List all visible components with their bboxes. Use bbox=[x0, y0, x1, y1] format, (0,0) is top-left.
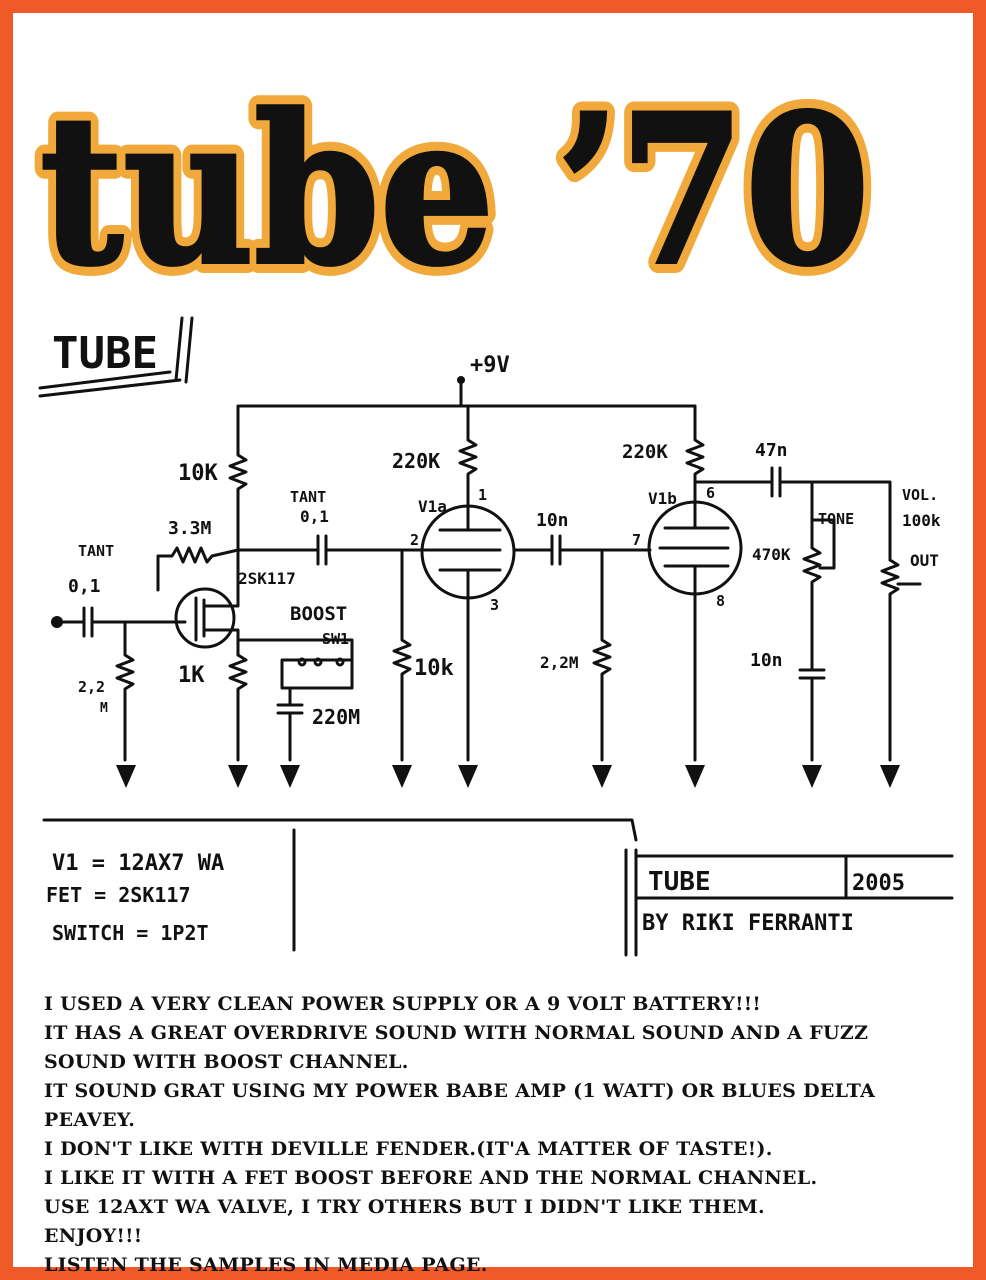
resistor-2m2-input bbox=[115, 620, 135, 762]
boost-switch bbox=[236, 638, 354, 762]
cap-tant-mid bbox=[236, 534, 432, 566]
label-v1b: V1b bbox=[648, 489, 677, 508]
resistor-3m3 bbox=[156, 546, 240, 592]
label-47n: 47n bbox=[755, 440, 788, 461]
label-out: OUT bbox=[910, 551, 939, 570]
resistor-220k-b bbox=[685, 404, 705, 502]
resistor-1k bbox=[228, 653, 248, 762]
label-pin7: 7 bbox=[632, 531, 641, 549]
parts-line-3: SWITCH = 1P2T bbox=[52, 921, 209, 945]
title-block-lines bbox=[624, 848, 954, 957]
parts-line-1: V1 = 12AX7 WA bbox=[52, 851, 224, 876]
resistor-2m2-mid bbox=[592, 548, 612, 762]
fet-leads bbox=[194, 548, 240, 657]
title-fill: tube ’70 bbox=[40, 71, 870, 300]
label-2m2-input: 2,2 bbox=[78, 678, 105, 696]
resistor-10k-top bbox=[228, 404, 248, 552]
label-pin3: 3 bbox=[490, 596, 499, 614]
label-3m3: 3.3M bbox=[168, 518, 212, 539]
label-tone: TONE bbox=[818, 510, 854, 528]
label-tant-mid: TANT bbox=[290, 488, 326, 506]
label-220k-b: 220K bbox=[622, 441, 668, 463]
supply-node bbox=[457, 376, 465, 384]
label-fet: 2SK117 bbox=[238, 569, 296, 588]
note-line: I DON'T LIKE WITH DEVILLE FENDER.(IT'A M… bbox=[44, 1138, 773, 1160]
label-boost: BOOST bbox=[290, 603, 347, 625]
fet-2sk117 bbox=[174, 587, 236, 649]
label-pin6: 6 bbox=[706, 484, 715, 502]
note-line: I LIKE IT WITH A FET BOOST BEFORE AND TH… bbox=[44, 1167, 818, 1189]
tube-schematic: TUBE +9V 10K TANT 0,1 2,2 M 3.3M 2SK117 … bbox=[38, 316, 954, 957]
switch-contact-c bbox=[335, 657, 345, 667]
resistor-220k-a bbox=[458, 404, 478, 512]
note-line: I USED A VERY CLEAN POWER SUPPLY OR A 9 … bbox=[44, 993, 762, 1015]
label-pin1: 1 bbox=[478, 486, 487, 504]
label-cap-in: 0,1 bbox=[68, 576, 101, 597]
label-vol-value: 100k bbox=[902, 511, 941, 530]
tube-v1b-elements bbox=[658, 498, 730, 762]
section-title-underline bbox=[38, 316, 194, 398]
label-220k-a: 220K bbox=[392, 449, 440, 473]
note-line: LISTEN THE SAMPLES IN MEDIA PAGE. bbox=[44, 1254, 488, 1276]
label-pin2: 2 bbox=[410, 531, 419, 549]
cap-10n-mid bbox=[512, 534, 652, 566]
build-notes: I USED A VERY CLEAN POWER SUPPLY OR A 9 … bbox=[44, 990, 954, 1280]
title-block-name: TUBE bbox=[648, 867, 711, 897]
note-line: IT SOUND GRAT USING MY POWER BABE AMP (1… bbox=[44, 1080, 876, 1131]
resistor-10k-grid bbox=[392, 548, 412, 762]
supply-label: +9V bbox=[470, 353, 510, 378]
title-outline: tube ’70 bbox=[40, 71, 870, 300]
label-10k-top: 10K bbox=[178, 461, 218, 486]
note-line: USE 12AXT WA VALVE, I TRY OTHERS BUT I D… bbox=[44, 1196, 765, 1218]
label-1k: 1K bbox=[178, 663, 205, 688]
input-cap bbox=[61, 606, 187, 638]
supply-rail bbox=[238, 382, 697, 408]
note-line: ENJOY!!! bbox=[44, 1225, 143, 1247]
switch-contact-a bbox=[297, 657, 307, 667]
label-10k-grid: 10k bbox=[414, 656, 454, 681]
volume-pot bbox=[880, 558, 922, 762]
title-block-author: BY RIKI FERRANTI bbox=[642, 911, 854, 936]
label-vol: VOL. bbox=[902, 486, 938, 504]
note-line: IT HAS A GREAT OVERDRIVE SOUND WITH NORM… bbox=[44, 1022, 869, 1073]
label-470k: 470K bbox=[752, 545, 791, 564]
tube-v1a-elements bbox=[428, 508, 502, 762]
switch-contact-b bbox=[313, 657, 323, 667]
ground-arrows bbox=[116, 765, 900, 788]
label-2m2-mid: 2,2M bbox=[540, 653, 579, 672]
title-block-year: 2005 bbox=[852, 871, 905, 896]
label-10n-tone: 10n bbox=[750, 650, 783, 671]
parts-line-2: FET = 2SK117 bbox=[46, 883, 191, 907]
label-cap-mid: 0,1 bbox=[300, 507, 329, 526]
label-sw1: SW1 bbox=[322, 630, 349, 648]
section-title: TUBE bbox=[52, 328, 158, 379]
label-10n-mid: 10n bbox=[536, 510, 569, 531]
label-pin8: 8 bbox=[716, 592, 725, 610]
label-2m2-input-unit: M bbox=[100, 701, 108, 716]
tone-pot bbox=[798, 480, 836, 762]
label-tant-in: TANT bbox=[78, 542, 114, 560]
label-220u: 220M bbox=[312, 705, 360, 729]
label-v1a: V1a bbox=[418, 497, 447, 516]
parts-list-box bbox=[42, 818, 638, 952]
cap-47n bbox=[693, 466, 892, 562]
header-title: tube ’70 tube ’70 bbox=[29, 60, 881, 300]
input-jack bbox=[51, 616, 63, 628]
